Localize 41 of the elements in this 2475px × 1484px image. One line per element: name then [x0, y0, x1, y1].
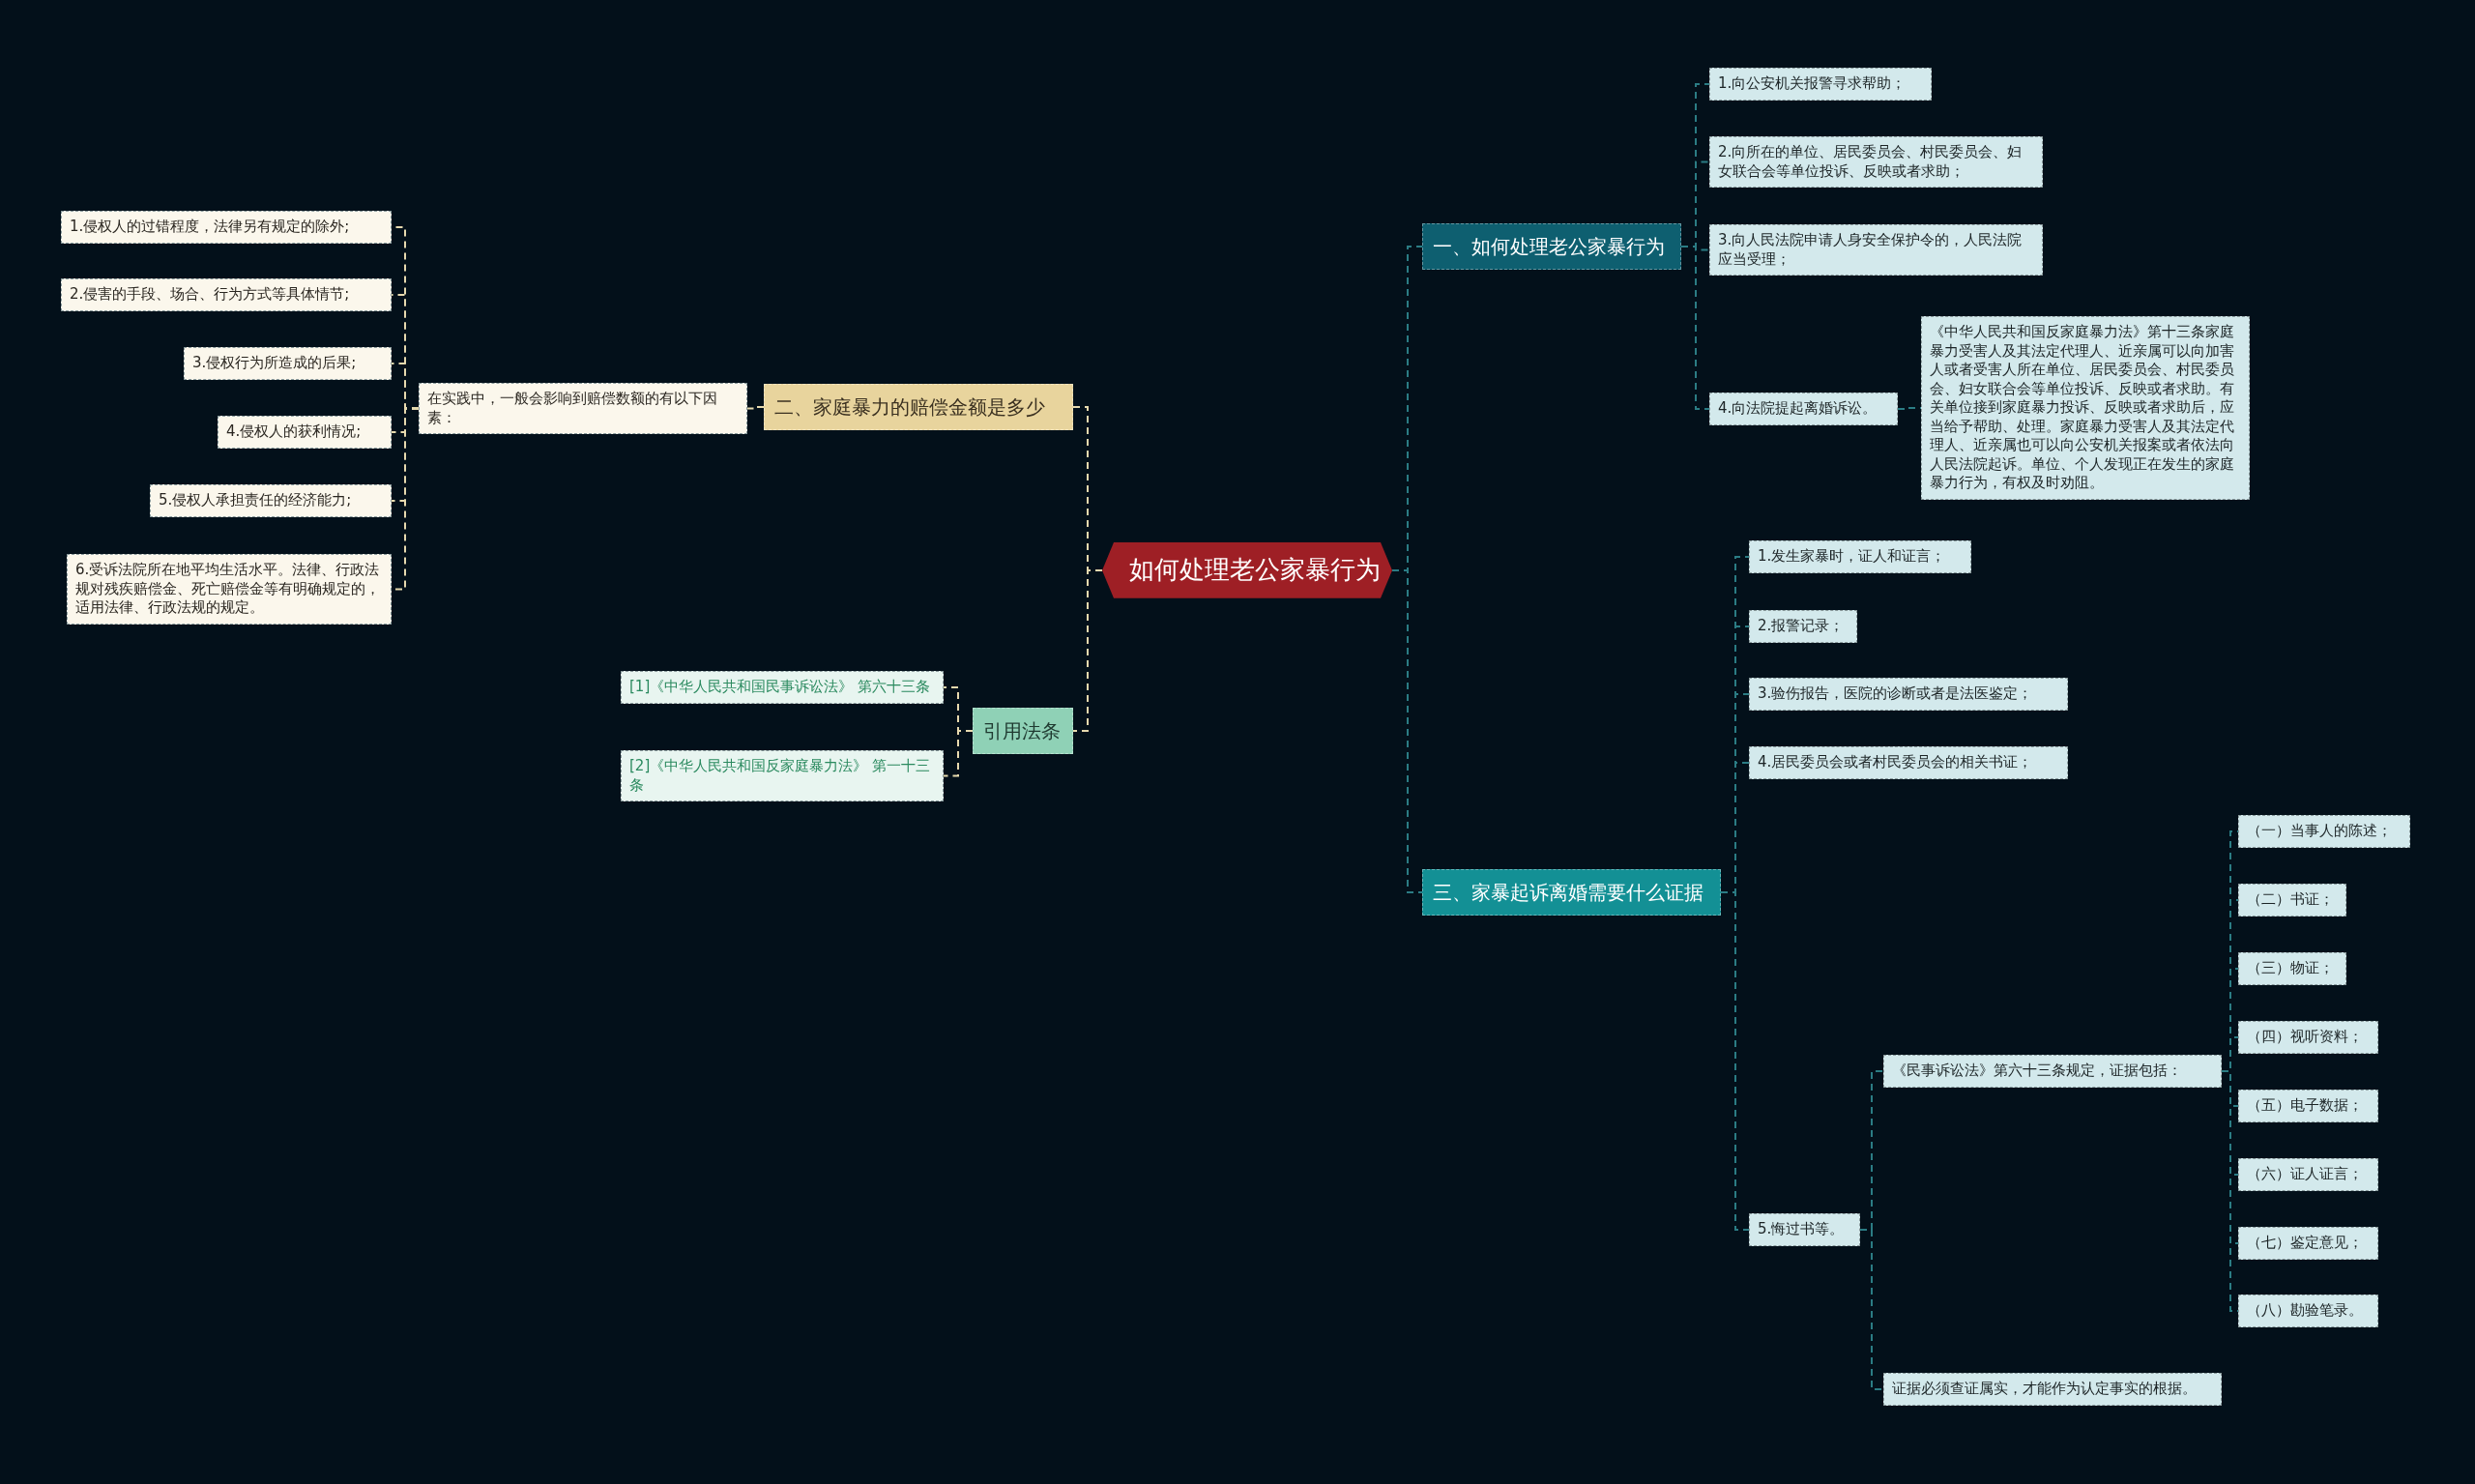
topic-box: 3.验伤报告，医院的诊断或者是法医鉴定；: [1749, 678, 2068, 711]
topic-box: 4.向法院提起离婚诉讼。: [1709, 393, 1898, 425]
citation-box: [1]《中华人民共和国民事诉讼法》 第六十三条: [621, 671, 944, 704]
topic-box: （一）当事人的陈述；: [2238, 815, 2410, 848]
topic-box: （二）书证；: [2238, 884, 2346, 917]
topic-box: 1.向公安机关报警寻求帮助；: [1709, 68, 1932, 101]
connector-line: [1680, 246, 1710, 410]
branch-topic: 引用法条: [973, 708, 1073, 754]
connector-line: [1391, 569, 1423, 893]
citation-box: [2]《中华人民共和国反家庭暴力法》 第一十三条: [621, 750, 944, 801]
connector-line: [746, 406, 765, 410]
central-topic: 如何处理老公家暴行为: [1102, 542, 1392, 598]
topic-box: （三）物证；: [2238, 952, 2346, 985]
topic-box: （五）电子数据；: [2238, 1090, 2378, 1122]
connector-line: [1072, 569, 1103, 732]
topic-box: 1.侵权人的过错程度，法律另有规定的除外;: [61, 211, 392, 244]
topic-box: 1.发生家暴时，证人和证言；: [1749, 540, 1971, 573]
topic-box: 《中华人民共和国反家庭暴力法》第十三条家庭暴力受害人及其法定代理人、近亲属可以向加害人或者受害人所在单位、居民委员会、村民委员会、妇女联合会等单位投诉、反映或者求助。有关单位接到家庭暴力投诉、反映或者求助后，应当给予帮助、处理。家庭暴力受害人及其法定代理人、近亲属也可以向公安机关报案或者依法向人民法院起诉。单位、个人发现正在发生的家庭暴力行为，有权及时劝阻。: [1921, 316, 2250, 500]
branch-topic: 二、家庭暴力的赔偿金额是多少: [764, 384, 1073, 430]
topic-box: 3.侵权行为所造成的后果;: [184, 347, 392, 380]
topic-box: 3.向人民法院申请人身安全保护令的，人民法院应当受理；: [1709, 224, 2043, 276]
topic-box: 《民事诉讼法》第六十三条规定，证据包括：: [1883, 1055, 2222, 1088]
topic-box: 5.悔过书等。: [1749, 1213, 1860, 1246]
topic-box: （四）视听资料；: [2238, 1021, 2378, 1054]
connector-line: [1720, 891, 1750, 1231]
topic-box: （六）证人证言；: [2238, 1158, 2378, 1191]
topic-box: 5.侵权人承担责任的经济能力;: [150, 484, 392, 517]
branch-topic: 三、家暴起诉离婚需要什么证据: [1422, 869, 1721, 916]
connector-line: [943, 730, 974, 777]
topic-box: （七）鉴定意见；: [2238, 1227, 2378, 1260]
connector-line: [1859, 1229, 1884, 1390]
topic-box: 2.报警记录；: [1749, 610, 1857, 643]
topic-box: 4.侵权人的获利情况;: [218, 416, 392, 449]
topic-box: 2.向所在的单位、居民委员会、村民委员会、妇女联合会等单位投诉、反映或者求助；: [1709, 136, 2043, 188]
topic-box: 4.居民委员会或者村民委员会的相关书证；: [1749, 746, 2068, 779]
branch-topic: 一、如何处理老公家暴行为: [1422, 223, 1681, 270]
topic-box: 2.侵害的手段、场合、行为方式等具体情节;: [61, 278, 392, 311]
topic-box: 6.受诉法院所在地平均生活水平。法律、行政法规对残疾赔偿金、死亡赔偿金等有明确规定的，适用法律、行政法规的规定。: [67, 554, 392, 625]
topic-box: 在实践中，一般会影响到赔偿数额的有以下因素：: [419, 383, 747, 434]
topic-box: 证据必须查证属实，才能作为认定事实的根据。: [1883, 1373, 2222, 1406]
topic-box: （八）勘验笔录。: [2238, 1295, 2378, 1327]
